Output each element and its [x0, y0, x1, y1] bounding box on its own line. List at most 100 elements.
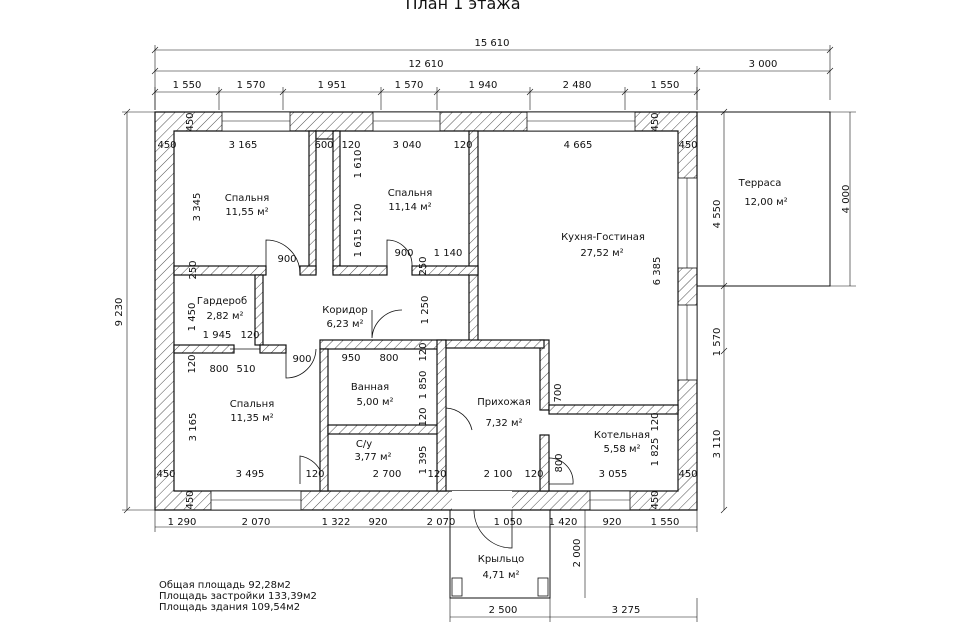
room-name-porch: Крыльцо	[478, 554, 525, 565]
svg-text:1 450: 1 450	[187, 303, 198, 332]
svg-text:1 825: 1 825	[650, 438, 661, 467]
room-area-terrace: 12,00 м²	[744, 197, 787, 208]
room-name-wardrobe: Гардероб	[197, 296, 247, 307]
svg-text:450: 450	[157, 140, 176, 151]
terrace: Терраса 12,00 м²	[696, 111, 831, 287]
room-area-bedroom-1: 11,55 м²	[225, 207, 268, 218]
room-area-wardrobe: 2,82 м²	[207, 311, 244, 322]
svg-text:1 615: 1 615	[353, 229, 364, 258]
svg-text:450: 450	[650, 112, 661, 131]
dim-overall-depth: 9 230	[114, 298, 125, 327]
svg-text:900: 900	[277, 254, 296, 265]
dim-bottom-seg-4: 920	[368, 517, 387, 528]
room-area-bathroom: 5,00 м²	[357, 397, 394, 408]
svg-text:700: 700	[553, 383, 564, 402]
dim-tick-slash	[151, 88, 159, 96]
svg-text:800: 800	[554, 453, 565, 472]
summary-total-area: Общая площадь 92,28м2	[159, 580, 291, 591]
room-area-bedroom-2: 11,14 м²	[388, 202, 431, 213]
dim-top-seg-4: 1 570	[395, 80, 424, 91]
dim-top-seg-3: 1 951	[318, 80, 347, 91]
dim-right-low: 3 110	[712, 430, 723, 459]
room-name-wc: С/у	[356, 439, 372, 450]
svg-text:1 140: 1 140	[434, 248, 463, 259]
room-area-porch: 4,71 м²	[483, 570, 520, 581]
svg-text:2 100: 2 100	[484, 469, 513, 480]
svg-text:600: 600	[314, 140, 333, 151]
interior-walls	[173, 130, 679, 492]
svg-text:120: 120	[341, 140, 360, 151]
svg-text:120: 120	[418, 407, 429, 426]
dim-terrace-width: 3 000	[749, 59, 778, 70]
windows	[210, 111, 698, 511]
room-area-boiler: 5,58 м²	[604, 444, 641, 455]
svg-text:1 395: 1 395	[418, 446, 429, 475]
svg-text:950: 950	[341, 353, 360, 364]
svg-text:450: 450	[678, 469, 697, 480]
dim-tick-slash	[433, 88, 441, 96]
dim-tick-slash	[693, 88, 701, 96]
svg-text:4 665: 4 665	[564, 140, 593, 151]
dim-top-seg-2: 1 570	[237, 80, 266, 91]
room-name-hall: Прихожая	[477, 397, 531, 408]
room-name-bedroom-1: Спальня	[225, 193, 270, 204]
svg-text:120: 120	[305, 469, 324, 480]
room-area-bedroom-3: 11,35 м²	[230, 413, 273, 424]
svg-text:800: 800	[209, 364, 228, 375]
dim-right-terrace: 4 550	[712, 200, 723, 229]
dim-tick-slash	[621, 88, 629, 96]
dim-top-seg-6: 2 480	[563, 80, 592, 91]
dim-porch-depth: 2 000	[572, 539, 583, 568]
svg-text:510: 510	[236, 364, 255, 375]
plan-title: План 1 этажа	[406, 0, 521, 13]
dim-house-width: 12 610	[409, 59, 444, 70]
dim-bottom-seg-6: 1 050	[494, 517, 523, 528]
top-dimensions: 15 610 12 610 3 000 1 550 1 570 1 951 1 …	[151, 38, 834, 110]
svg-text:250: 250	[188, 260, 199, 279]
svg-text:6 385: 6 385	[652, 257, 663, 286]
room-area-hall: 7,32 м²	[486, 418, 523, 429]
summary-built-area: Площадь застройки 133,39м2	[159, 591, 317, 602]
svg-text:900: 900	[394, 248, 413, 259]
right-dimensions: 4 550 1 570 3 110 4 000	[712, 108, 856, 514]
dim-terrace-depth: 4 000	[841, 185, 852, 214]
dim-right-mid: 1 570	[712, 328, 723, 357]
svg-text:450: 450	[678, 140, 697, 151]
room-name-bedroom-2: Спальня	[388, 188, 433, 199]
svg-text:1 945: 1 945	[203, 330, 232, 341]
svg-text:250: 250	[418, 256, 429, 275]
svg-text:450: 450	[650, 490, 661, 509]
dim-porch-width: 2 500	[489, 605, 518, 616]
room-labels: Спальня 11,55 м² Спальня 11,14 м² Кухня-…	[197, 188, 650, 463]
svg-text:3 165: 3 165	[229, 140, 258, 151]
svg-text:2 700: 2 700	[373, 469, 402, 480]
svg-text:1 850: 1 850	[418, 371, 429, 400]
dim-bottom-seg-9: 1 550	[651, 517, 680, 528]
dim-porch-offset: 3 275	[612, 605, 641, 616]
dim-bottom-seg-3: 1 322	[322, 517, 351, 528]
dim-tick-slash	[526, 88, 534, 96]
dim-top-seg-7: 1 550	[651, 80, 680, 91]
svg-text:3 345: 3 345	[192, 193, 203, 222]
left-dimension: 9 230	[114, 108, 155, 514]
inner-dimensions: 450 450 3 165 600 120 3 040 120 4 665 45…	[156, 112, 697, 509]
dim-tick-slash	[215, 88, 223, 96]
svg-text:900: 900	[292, 354, 311, 365]
room-name-corridor: Коридор	[322, 305, 367, 316]
dim-top-seg-1: 1 550	[173, 80, 202, 91]
svg-text:1 250: 1 250	[420, 296, 431, 325]
bottom-dimensions: 1 290 2 070 1 322 920 2 070 1 050 1 420 …	[154, 510, 698, 622]
area-summary: Общая площадь 92,28м2 Площадь застройки …	[159, 580, 317, 613]
svg-text:120: 120	[524, 469, 543, 480]
dim-tick-slash	[377, 88, 385, 96]
room-name-kitchen: Кухня-Гостиная	[561, 232, 645, 243]
room-name-bathroom: Ванная	[351, 382, 389, 393]
room-name-terrace: Терраса	[738, 178, 782, 189]
svg-text:450: 450	[185, 112, 196, 131]
svg-text:800: 800	[379, 353, 398, 364]
summary-building-area: Площадь здания 109,54м2	[159, 602, 300, 613]
svg-text:120: 120	[418, 342, 429, 361]
room-name-boiler: Котельная	[594, 430, 650, 441]
dim-bottom-seg-8: 920	[602, 517, 621, 528]
